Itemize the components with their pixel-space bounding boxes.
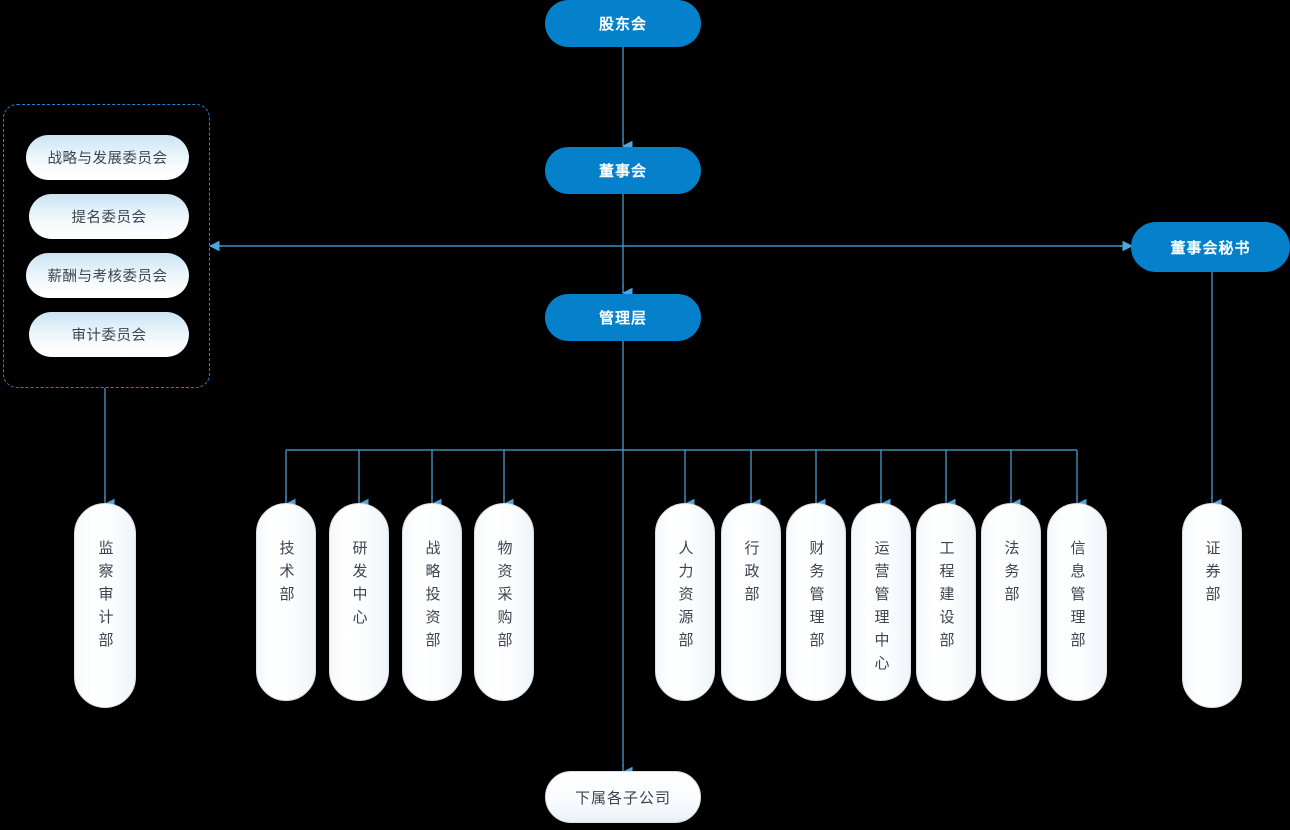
dept-label: 工程建设部 [937, 540, 955, 655]
committee-label: 审计委员会 [71, 328, 147, 344]
committee-label: 战略与发展委员会 [47, 151, 168, 167]
node-subsidiaries[interactable]: 下属各子公司 [545, 771, 701, 823]
dept-information-management[interactable]: 信息管理部 [1047, 503, 1107, 701]
node-label: 董事会秘书 [1170, 239, 1251, 257]
dept-label: 法务部 [1002, 540, 1020, 609]
committee-label: 提名委员会 [71, 210, 147, 226]
committee-label: 薪酬与考核委员会 [47, 269, 168, 285]
node-management[interactable]: 管理层 [545, 294, 701, 341]
dept-label: 信息管理部 [1068, 540, 1086, 655]
node-shareholders-meeting[interactable]: 股东会 [545, 0, 701, 47]
committee-strategy-development[interactable]: 战略与发展委员会 [26, 135, 189, 180]
dept-label: 财务管理部 [807, 540, 825, 655]
committee-remuneration-appraisal[interactable]: 薪酬与考核委员会 [26, 253, 189, 298]
dept-technology[interactable]: 技术部 [256, 503, 316, 701]
node-label: 股东会 [598, 16, 647, 33]
dept-label: 研发中心 [350, 540, 368, 632]
dept-securities[interactable]: 证券部 [1182, 503, 1242, 708]
dept-human-resources[interactable]: 人力资源部 [655, 503, 715, 701]
node-board-of-directors[interactable]: 董事会 [545, 147, 701, 194]
committee-nomination[interactable]: 提名委员会 [29, 194, 189, 239]
node-label: 董事会 [598, 163, 647, 180]
dept-label: 物资采购部 [495, 540, 513, 655]
dept-engineering-construction[interactable]: 工程建设部 [916, 503, 976, 701]
dept-material-procurement[interactable]: 物资采购部 [474, 503, 534, 701]
dept-label: 人力资源部 [676, 540, 694, 655]
node-board-secretary[interactable]: 董事会秘书 [1131, 222, 1290, 272]
dept-strategic-investment[interactable]: 战略投资部 [402, 503, 462, 701]
dept-label: 证券部 [1203, 540, 1221, 609]
dept-label: 技术部 [277, 540, 295, 609]
dept-label: 运营管理中心 [872, 540, 890, 678]
committees-container: 战略与发展委员会 提名委员会 薪酬与考核委员会 审计委员会 [3, 104, 210, 388]
dept-label: 行政部 [742, 540, 760, 609]
dept-supervisory-audit[interactable]: 监察审计部 [74, 503, 136, 708]
dept-legal-affairs[interactable]: 法务部 [981, 503, 1041, 701]
dept-operations-management-center[interactable]: 运营管理中心 [851, 503, 911, 701]
committee-audit[interactable]: 审计委员会 [29, 312, 189, 357]
dept-rd-center[interactable]: 研发中心 [329, 503, 389, 701]
dept-administration[interactable]: 行政部 [721, 503, 781, 701]
dept-finance-management[interactable]: 财务管理部 [786, 503, 846, 701]
node-label: 下属各子公司 [574, 789, 671, 807]
dept-label: 监察审计部 [96, 540, 114, 655]
node-label: 管理层 [598, 310, 647, 327]
dept-label: 战略投资部 [423, 540, 441, 655]
